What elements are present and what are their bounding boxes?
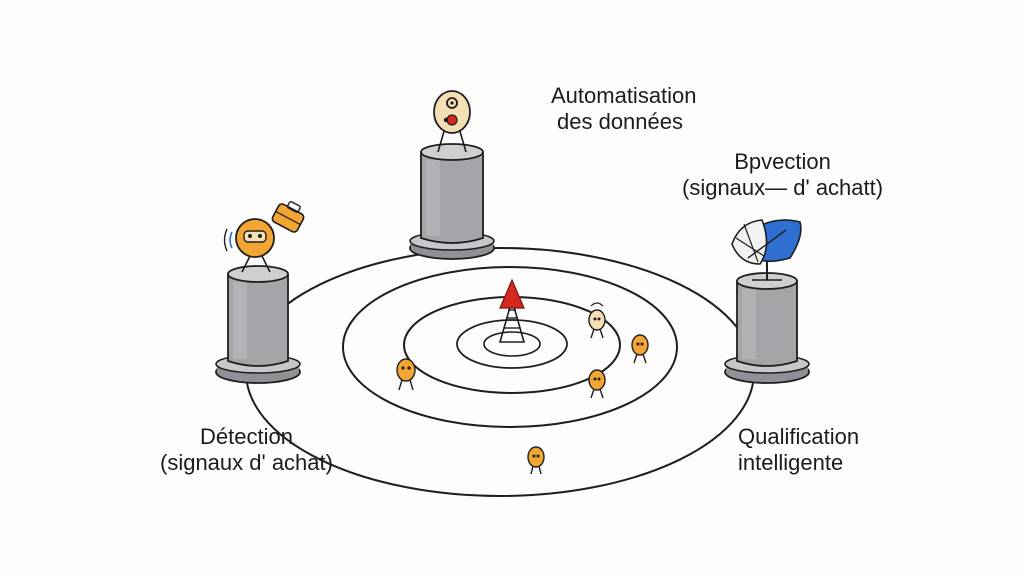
radar-beacon-icon (498, 278, 526, 343)
label-detection-subtitle: (signaux d' achat) (160, 450, 333, 475)
robot-signal-icon (223, 201, 305, 273)
lead-marker-icon (631, 334, 649, 364)
label-automation-subtitle: des données (557, 109, 683, 134)
ring-1 (456, 319, 568, 369)
label-qualification: Qualification intelligente (738, 424, 859, 476)
label-detection: Détection (signaux d' achat) (160, 424, 333, 476)
label-detection-title: Détection (200, 424, 293, 449)
lead-marker-icon (396, 358, 416, 391)
label-qualification-subtitle: intelligente (738, 450, 844, 475)
lead-marker-icon (588, 302, 606, 339)
label-automation-title: Automatisation (551, 83, 697, 108)
pillar-automation (409, 143, 495, 260)
ring-3 (342, 266, 678, 428)
label-prospection-subtitle: (signaux— d' achatt) (682, 175, 884, 200)
ring-0 (483, 331, 541, 357)
label-qualification-title: Qualification (738, 424, 860, 449)
label-prospection: Bpvection (signaux— d' achatt) (682, 149, 883, 201)
satellite-dish-icon (731, 219, 802, 281)
pillar-detection (215, 265, 301, 384)
ring-2 (403, 296, 621, 394)
label-automation: Automatisation des données (551, 83, 697, 135)
robot-head-icon (433, 90, 471, 153)
pillar-prospection (724, 272, 810, 384)
label-prospection-title: Bpvection (734, 149, 831, 174)
lead-marker-icon (588, 369, 606, 399)
lead-marker-icon (527, 446, 545, 475)
